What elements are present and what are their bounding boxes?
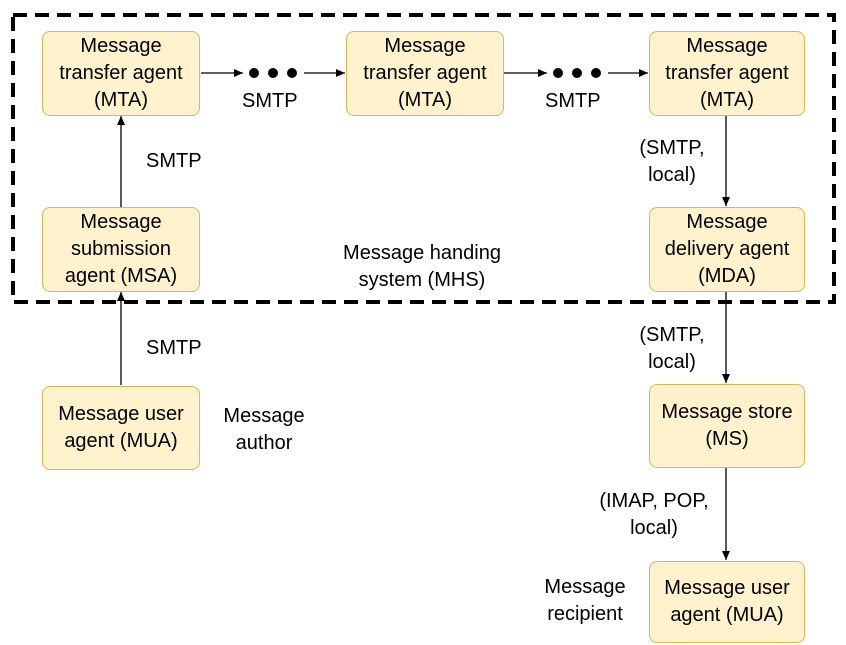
ellipsis-dots-2 (553, 68, 601, 78)
mhs-label-line-1: Message handing (343, 242, 501, 264)
smtp-label-msa-mta1-line-1: SMTP (146, 150, 202, 172)
msa-box-line-2: submission (70, 238, 172, 260)
mta-box-2-line-3: (MTA) (397, 89, 453, 111)
mhs-boundary (11, 13, 836, 304)
smtp-local-label-mda-ms-line-2: local) (648, 351, 696, 373)
mda-box-line-3: (MDA) (698, 265, 756, 287)
message-author-label: Message author (214, 403, 314, 457)
msa-box: Message submission agent (MSA) (42, 207, 200, 292)
message-recipient-label: Message recipient (536, 574, 634, 628)
mta-box-1-line-2: transfer agent (59, 62, 183, 84)
smtp-label-mta2-mta3: SMTP (545, 88, 601, 115)
smtp-local-label-mda-ms: (SMTP, local) (626, 322, 718, 376)
mda-box-line-1: Message (686, 211, 768, 233)
imap-pop-local-label-line-2: local) (630, 517, 678, 539)
mhs-label: Message handing system (MHS) (342, 240, 502, 294)
mua-author-box: Message user agent (MUA) (42, 386, 200, 470)
message-store-box-line-2: (MS) (705, 428, 749, 450)
mua-recipient-box-line-2: agent (MUA) (670, 604, 784, 626)
mua-author-box-line-1: Message user (58, 403, 184, 425)
message-recipient-label-line-1: Message (544, 576, 626, 598)
msa-box-line-3: agent (MSA) (64, 265, 178, 287)
imap-pop-local-label-line-1: (IMAP, POP, (599, 490, 709, 512)
smtp-label-mta1-mta2: SMTP (242, 88, 298, 115)
msa-box-line-1: Message (80, 211, 162, 233)
smtp-label-mua-msa-line-1: SMTP (146, 337, 202, 359)
mhs-label-line-2: system (MHS) (358, 269, 486, 291)
smtp-local-label-mta3-mda: (SMTP, local) (626, 135, 718, 189)
mta-box-2: Message transfer agent (MTA) (346, 31, 504, 116)
message-store-box: Message store (MS) (649, 384, 805, 468)
mta-box-2-line-1: Message (384, 35, 466, 57)
ellipsis-dots-1 (249, 68, 297, 78)
mta-box-3: Message transfer agent (MTA) (649, 31, 805, 116)
mta-box-2-line-2: transfer agent (363, 62, 487, 84)
mta-box-1-line-1: Message (80, 35, 162, 57)
mta-box-3-line-1: Message (686, 35, 768, 57)
mda-box: Message delivery agent (MDA) (649, 207, 805, 292)
smtp-label-mta2-mta3-line-1: SMTP (545, 90, 601, 112)
smtp-label-msa-mta1: SMTP (146, 148, 202, 175)
message-store-box-line-1: Message store (661, 401, 793, 423)
imap-pop-local-label: (IMAP, POP, local) (590, 488, 718, 542)
message-recipient-label-line-2: recipient (547, 603, 623, 625)
smtp-label-mta1-mta2-line-1: SMTP (242, 90, 298, 112)
mta-box-1: Message transfer agent (MTA) (42, 31, 200, 116)
mta-box-3-line-2: transfer agent (665, 62, 789, 84)
smtp-local-label-mta3-mda-line-1: (SMTP, (639, 137, 705, 159)
smtp-local-label-mda-ms-line-1: (SMTP, (639, 324, 705, 346)
mua-recipient-box: Message user agent (MUA) (649, 561, 805, 643)
message-author-label-line-1: Message (223, 405, 305, 427)
mda-box-line-2: delivery agent (664, 238, 790, 260)
mua-author-box-line-2: agent (MUA) (64, 430, 178, 452)
smtp-label-mua-msa: SMTP (146, 335, 202, 362)
mua-recipient-box-line-1: Message user (664, 577, 790, 599)
message-author-label-line-2: author (235, 432, 293, 454)
mta-box-3-line-3: (MTA) (699, 89, 755, 111)
smtp-local-label-mta3-mda-line-2: local) (648, 164, 696, 186)
mta-box-1-line-3: (MTA) (93, 89, 149, 111)
